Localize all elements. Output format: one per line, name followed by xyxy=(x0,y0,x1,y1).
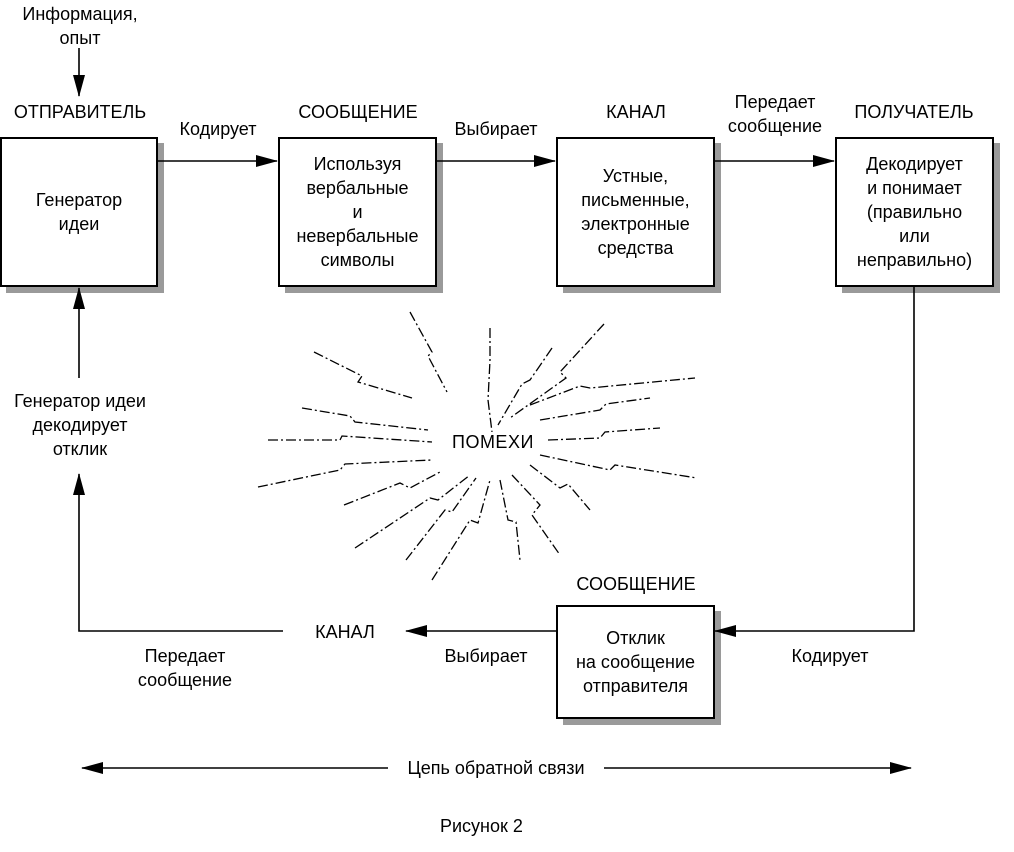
feedback-box-text: Отклик на сообщение отправителя xyxy=(575,628,696,696)
message-header: СООБЩЕНИЕ xyxy=(298,102,418,122)
channel-header: КАНАЛ xyxy=(606,102,666,122)
channel-box xyxy=(556,137,715,287)
selects-top-label: Выбирает xyxy=(454,119,538,139)
sender-box xyxy=(0,137,158,287)
receiver-box-text: Декодирует и понимает (правильно или неп… xyxy=(856,154,973,270)
channel-to-sender-connector xyxy=(73,473,283,632)
input-label: Информация, опыт xyxy=(22,4,138,48)
decodes-response-label: Генератор идеи декодирует отклик xyxy=(14,391,146,459)
feedback-message-header: СООБЩЕНИЕ xyxy=(576,574,696,594)
transmits-top-label: Передает сообщение xyxy=(727,92,823,136)
noise-burst xyxy=(257,311,698,581)
receiver-box xyxy=(835,137,994,287)
feedback-loop-label: Цепь обратной связи xyxy=(407,758,585,778)
message-box xyxy=(278,137,437,287)
selects-bottom-label: Выбирает xyxy=(444,646,528,666)
sender-header: ОТПРАВИТЕЛЬ xyxy=(13,102,147,122)
receiver-header: ПОЛУЧАТЕЛЬ xyxy=(854,102,974,122)
encodes-top-label: Кодирует xyxy=(179,119,257,139)
receiver-to-feedback-connector xyxy=(714,286,915,637)
noise-label: ПОМЕХИ xyxy=(448,432,538,453)
channel-box-text: Устные, письменные, электронные средства xyxy=(581,166,690,258)
transmits-bottom-label: Передает сообщение xyxy=(137,646,233,690)
encodes-bottom-label: Кодирует xyxy=(791,646,869,666)
message-box-text: Используя вербальные и невербальные симв… xyxy=(296,154,419,270)
feedback-box xyxy=(556,605,715,719)
sender-box-text: Генератор идеи xyxy=(35,190,123,234)
feedback-channel-header: КАНАЛ xyxy=(315,622,375,642)
figure-caption: Рисунок 2 xyxy=(440,816,523,836)
